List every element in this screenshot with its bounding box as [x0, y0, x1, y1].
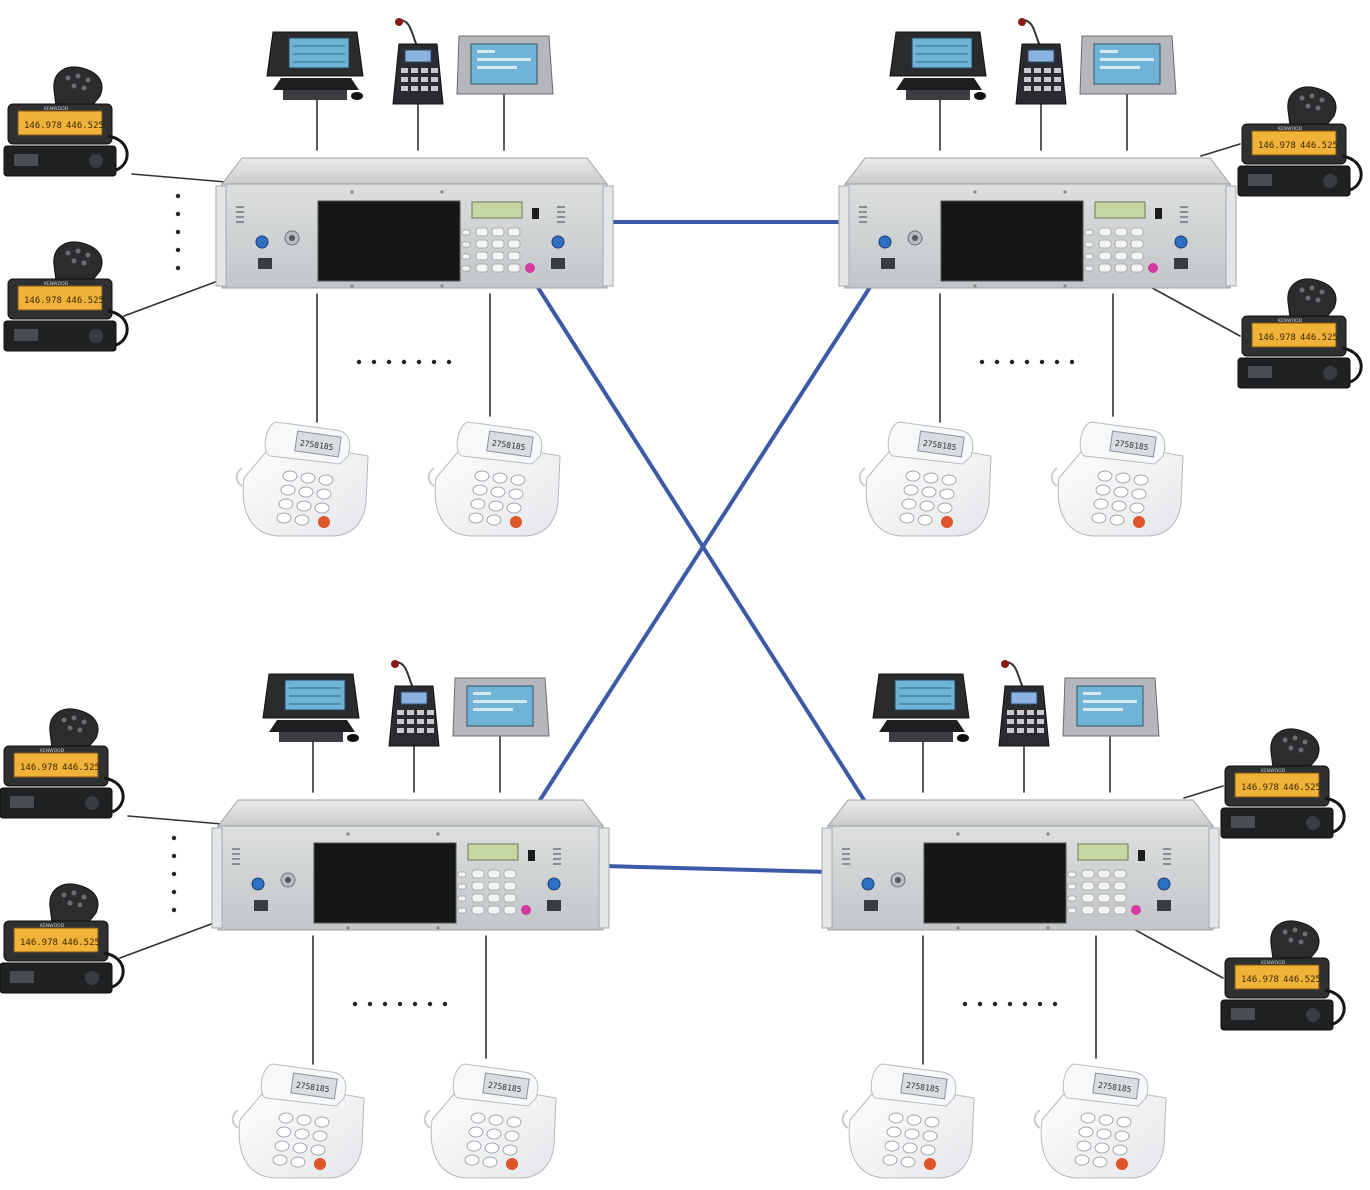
desk-phone-icon [423, 1063, 557, 1179]
ellipsis-dots-icon [171, 889, 177, 895]
ellipsis-dots-icon [416, 359, 422, 365]
mobile-radio-icon [0, 882, 125, 995]
ellipsis-dots-icon [386, 359, 392, 365]
touch-panel-icon [452, 677, 550, 737]
mobile-radio-icon [1236, 277, 1363, 390]
mobile-radio-icon [2, 65, 129, 178]
mobile-radio-icon [1236, 85, 1363, 198]
wire-radio-2 [1127, 925, 1224, 979]
ellipsis-dots-icon [431, 359, 437, 365]
ellipsis-dots-icon [171, 853, 177, 859]
ellipsis-dots-icon [171, 871, 177, 877]
mic-console-icon [392, 17, 444, 105]
mobile-radio-icon [2, 240, 129, 353]
wire-layer [119, 89, 1241, 1065]
rack-switch-icon [215, 157, 614, 289]
ellipsis-dots-icon [175, 265, 181, 271]
touch-panel-icon [1079, 35, 1177, 95]
ellipsis-dots-icon [446, 359, 452, 365]
mobile-radio-icon [1219, 727, 1346, 840]
ellipsis-dots-icon [367, 1001, 373, 1007]
desk-phone-icon [1050, 421, 1184, 537]
ellipsis-dots-icon [397, 1001, 403, 1007]
mic-console-icon [1015, 17, 1067, 105]
link-cross-a [535, 284, 866, 802]
ellipsis-dots-icon [382, 1001, 388, 1007]
ellipsis-dots-icon [427, 1001, 433, 1007]
device-layer [0, 17, 1363, 1179]
wire-radio-2 [1144, 283, 1241, 337]
mobile-radio-icon [1219, 919, 1346, 1032]
desk-phone-icon [231, 1063, 365, 1179]
ellipsis-dots-icon [962, 1001, 968, 1007]
ellipsis-dots-icon [352, 1001, 358, 1007]
ellipsis-dots-icon [175, 193, 181, 199]
touch-panel-icon [1062, 677, 1160, 737]
ellipsis-dots-icon [171, 835, 177, 841]
ellipsis-dots-icon [1024, 359, 1030, 365]
desk-phone-icon [235, 421, 369, 537]
ellipsis-dots-icon [1007, 1001, 1013, 1007]
wire-radio-1 [1200, 143, 1241, 157]
desk-phone-icon [1033, 1063, 1167, 1179]
console-pc-icon [262, 673, 360, 743]
ellipsis-dots-icon [371, 359, 377, 365]
ellipsis-dots-icon [171, 907, 177, 913]
ellipsis-dots-icon [1052, 1001, 1058, 1007]
ellipsis-dots-icon [175, 211, 181, 217]
ellipsis-dots-icon [994, 359, 1000, 365]
ellipsis-dots-icon [1069, 359, 1075, 365]
ellipsis-dots-icon [992, 1001, 998, 1007]
ellipsis-dots-icon [1022, 1001, 1028, 1007]
ellipsis-dots-icon [401, 359, 407, 365]
wire-radio-1 [127, 815, 223, 825]
ellipsis-dots-icon [1009, 359, 1015, 365]
ellipsis-dots-icon [175, 247, 181, 253]
mobile-radio-icon [0, 707, 125, 820]
link-cross-b [538, 282, 874, 802]
ellipsis-dots-icon [1039, 359, 1045, 365]
ellipsis-dots-icon [175, 229, 181, 235]
desk-phone-icon [841, 1063, 975, 1179]
ellipsis-dots-icon [979, 359, 985, 365]
desk-phone-icon [427, 421, 561, 537]
wire-radio-1 [131, 173, 227, 183]
link-layer [535, 220, 874, 874]
wire-radio-2 [123, 277, 227, 317]
desk-phone-icon [858, 421, 992, 537]
rack-switch-icon [821, 799, 1220, 931]
touch-panel-icon [456, 35, 554, 95]
ellipsis-dots-icon [442, 1001, 448, 1007]
ellipsis-dots-icon [412, 1001, 418, 1007]
ellipsis-dots-icon [1054, 359, 1060, 365]
link-bottom [601, 864, 832, 874]
mic-console-icon [388, 659, 440, 747]
mic-console-icon [998, 659, 1050, 747]
console-pc-icon [266, 31, 364, 101]
console-pc-icon [872, 673, 970, 743]
ellipsis-dots-icon [977, 1001, 983, 1007]
wire-radio-1 [1183, 785, 1224, 799]
rack-switch-icon [211, 799, 610, 931]
rack-switch-icon [838, 157, 1237, 289]
console-pc-icon [889, 31, 987, 101]
wire-radio-2 [119, 919, 223, 959]
ellipsis-dots-icon [356, 359, 362, 365]
ellipsis-dots-icon [1037, 1001, 1043, 1007]
